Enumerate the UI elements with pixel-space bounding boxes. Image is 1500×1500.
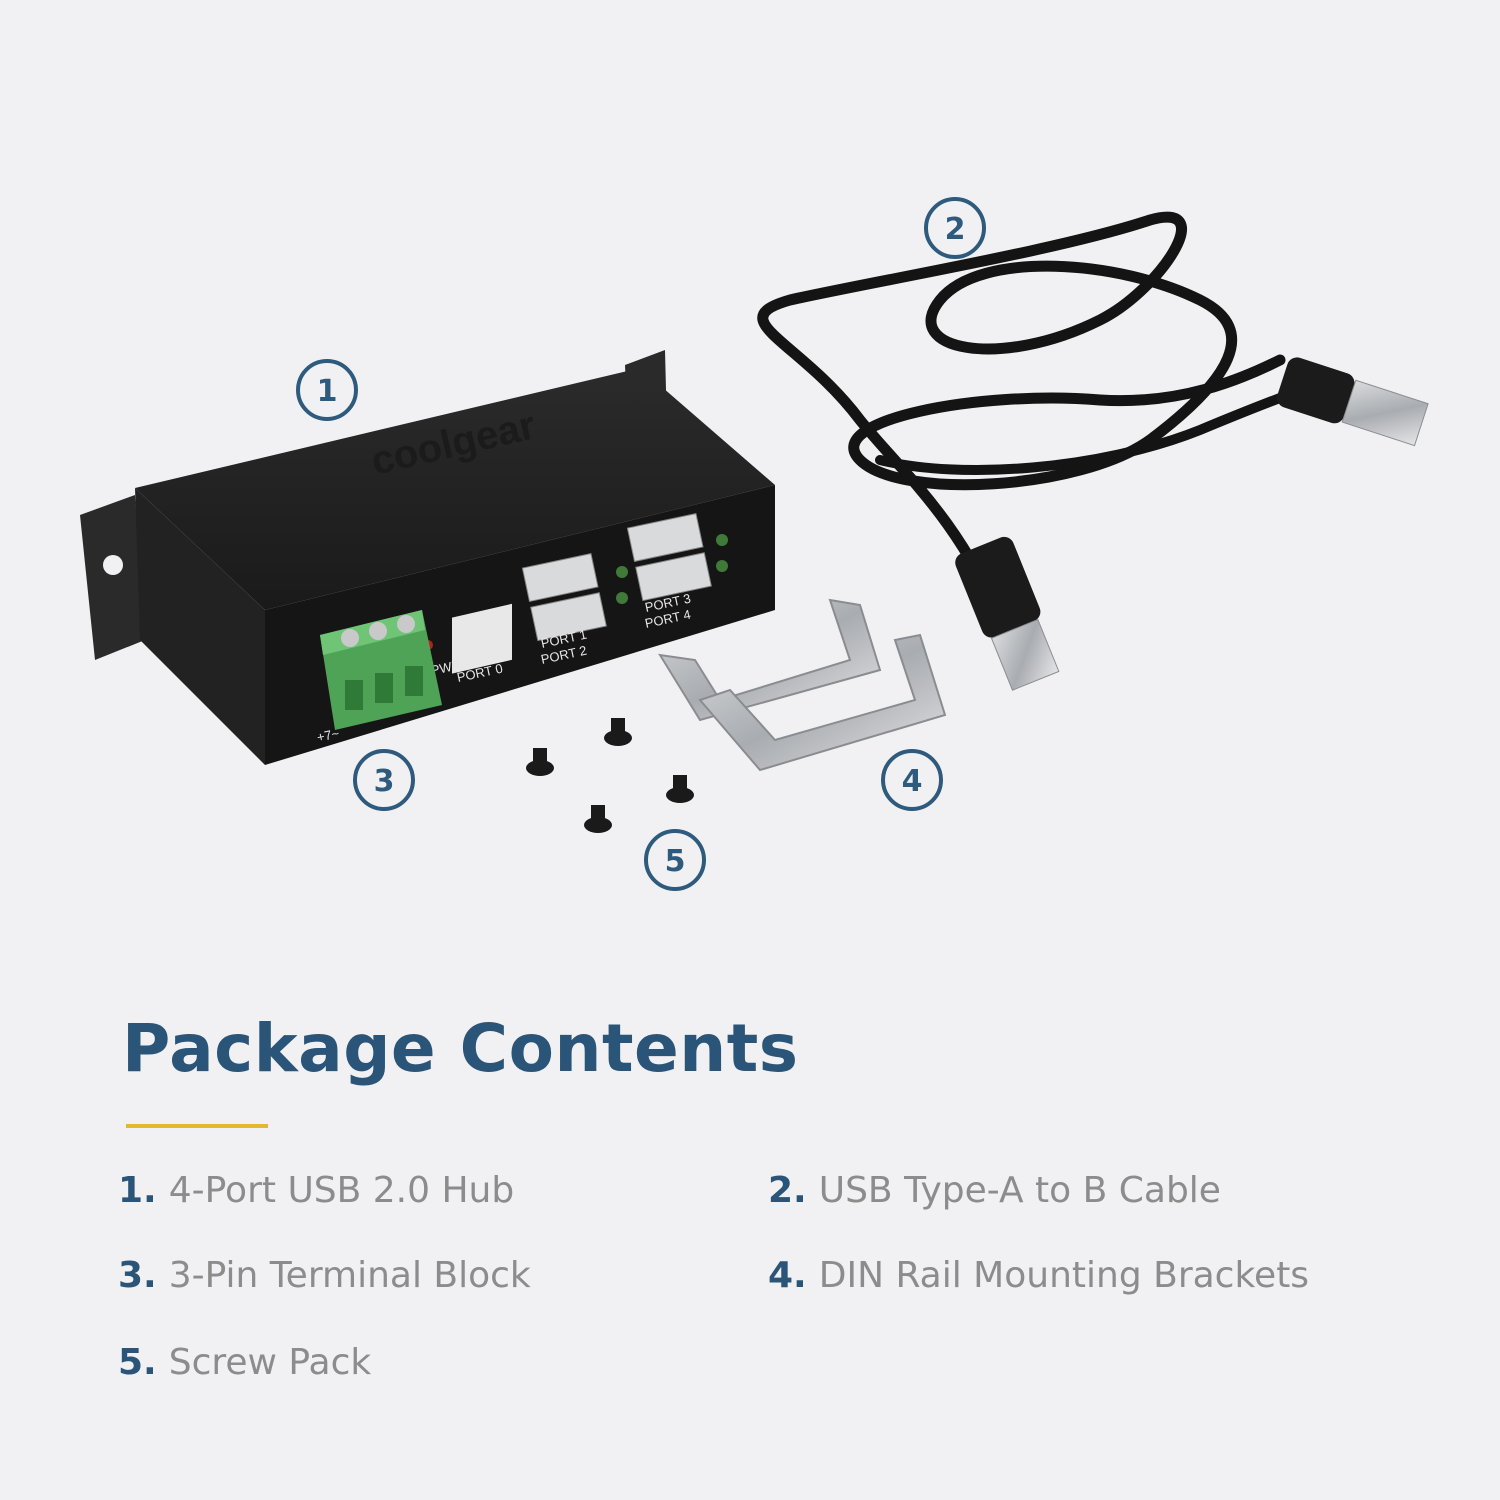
list-item: 2. USB Type-A to B Cable [768, 1170, 1221, 1211]
svg-text:2: 2 [945, 212, 966, 247]
status-leds [616, 534, 728, 604]
page-title: Package Contents [122, 1010, 799, 1087]
callout-1: 1 [296, 359, 358, 421]
list-item: 1. 4-Port USB 2.0 Hub [118, 1170, 514, 1211]
din-rail-brackets [658, 598, 947, 772]
item-number: 2. [768, 1170, 807, 1211]
screw [584, 805, 612, 833]
voltage-label: +7~ [316, 726, 341, 745]
usb-b-plug [955, 536, 1060, 691]
list-item: 4. DIN Rail Mounting Brackets [768, 1255, 1309, 1296]
title-underline [126, 1124, 268, 1128]
item-number: 3. [118, 1255, 157, 1296]
screw [526, 748, 554, 776]
pwr-label: PWR [430, 657, 463, 678]
item-label: DIN Rail Mounting Brackets [818, 1255, 1310, 1296]
callout-5: 5 [644, 829, 706, 891]
item-number: 5. [118, 1342, 157, 1383]
ports-1-2 [521, 553, 607, 642]
usb-hub: coolgear PORT 0 PORT 1 PORT 2 PORT 3 POR… [80, 350, 775, 765]
callout-2: 2 [924, 197, 986, 259]
item-label: USB Type-A to B Cable [818, 1170, 1221, 1211]
list-item: 3. 3-Pin Terminal Block [118, 1255, 531, 1296]
product-photo: coolgear PORT 0 PORT 1 PORT 2 PORT 3 POR… [80, 197, 1429, 891]
item-label: 4-Port USB 2.0 Hub [168, 1170, 515, 1211]
screw [604, 718, 632, 746]
item-number: 1. [118, 1170, 157, 1211]
callout-4: 4 [881, 749, 943, 811]
screw-pack [526, 718, 694, 833]
svg-text:1: 1 [317, 374, 338, 409]
ports-3-4 [626, 513, 712, 602]
svg-text:3: 3 [374, 764, 395, 799]
usb-a-plug [1277, 357, 1429, 447]
item-label: Screw Pack [168, 1342, 372, 1383]
callout-3: 3 [353, 749, 415, 811]
list-item: 5. Screw Pack [118, 1342, 371, 1383]
terminal-block [320, 610, 442, 730]
usb-cable [757, 211, 1335, 626]
port-0-socket [452, 603, 512, 674]
svg-text:4: 4 [902, 764, 923, 799]
item-number: 4. [768, 1255, 807, 1296]
svg-text:5: 5 [665, 844, 686, 879]
screw [666, 775, 694, 803]
item-label: 3-Pin Terminal Block [168, 1255, 531, 1296]
